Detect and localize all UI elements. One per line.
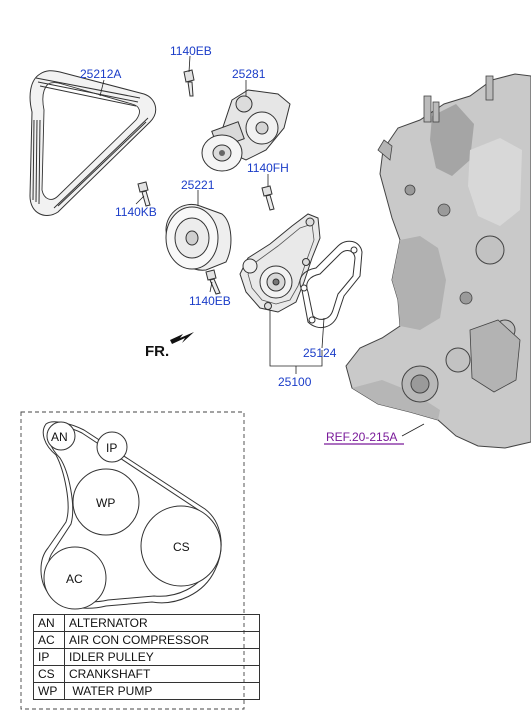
callout-belt: 25212A: [80, 67, 121, 81]
water-pump: [239, 213, 321, 313]
legend-code: IP: [33, 648, 65, 666]
bolt-pump-lower: [205, 269, 221, 295]
tensioner: [201, 89, 291, 172]
reference-tag: REF.20-215A: [324, 430, 404, 445]
layout-label-cs: CS: [173, 540, 190, 554]
legend-code: CS: [33, 665, 65, 683]
leader-lines: [99, 55, 425, 437]
legend-description: CRANKSHAFT: [64, 665, 260, 683]
front-direction: FR.: [145, 332, 194, 360]
legend-description: ALTERNATOR: [64, 614, 260, 632]
callout-water-pump: 25100: [278, 375, 312, 389]
legend-code: WP: [33, 682, 65, 700]
callout-idler-pulley: 25221: [181, 178, 215, 192]
belt-routing-layout: AN IP WP CS AC: [20, 411, 245, 710]
idler-pulley: [165, 204, 232, 271]
legend-row: WP WATER PUMP: [33, 682, 260, 700]
callout-tensioner-bolt: 1140EB: [170, 44, 212, 58]
legend-description: IDLER PULLEY: [64, 648, 260, 666]
bolt-idler: [137, 181, 151, 207]
layout-label-an: AN: [51, 430, 68, 444]
legend-row: AC AIR CON COMPRESSOR: [33, 631, 260, 649]
abbreviation-legend: AN ALTERNATOR AC AIR CON COMPRESSOR IP I…: [33, 614, 260, 700]
callout-pump-bolt-upper: 1140FH: [247, 161, 289, 175]
legend-row: IP IDLER PULLEY: [33, 648, 260, 666]
legend-row: CS CRANKSHAFT: [33, 665, 260, 683]
callout-gasket: 25124: [303, 346, 337, 360]
front-label: FR.: [145, 343, 169, 360]
legend-code: AN: [33, 614, 65, 632]
callout-tensioner: 25281: [232, 67, 266, 81]
drive-belt: [29, 70, 157, 216]
layout-label-wp: WP: [96, 496, 115, 510]
callout-pump-bolt-lower: 1140EB: [189, 294, 231, 308]
legend-row: AN ALTERNATOR: [33, 614, 260, 632]
legend-code: AC: [33, 631, 65, 649]
legend-description: WATER PUMP: [64, 682, 260, 700]
engine-block: [345, 73, 531, 449]
reference-label: REF.20-215A: [326, 430, 397, 444]
layout-label-ip: IP: [106, 441, 117, 455]
layout-label-ac: AC: [66, 572, 83, 586]
bolt-tensioner: [183, 69, 195, 97]
callout-idler-bolt: 1140KB: [115, 205, 157, 219]
gasket: [299, 240, 363, 329]
front-arrow-icon: [170, 332, 194, 344]
bolt-pump-upper: [261, 185, 275, 211]
legend-description: AIR CON COMPRESSOR: [64, 631, 260, 649]
